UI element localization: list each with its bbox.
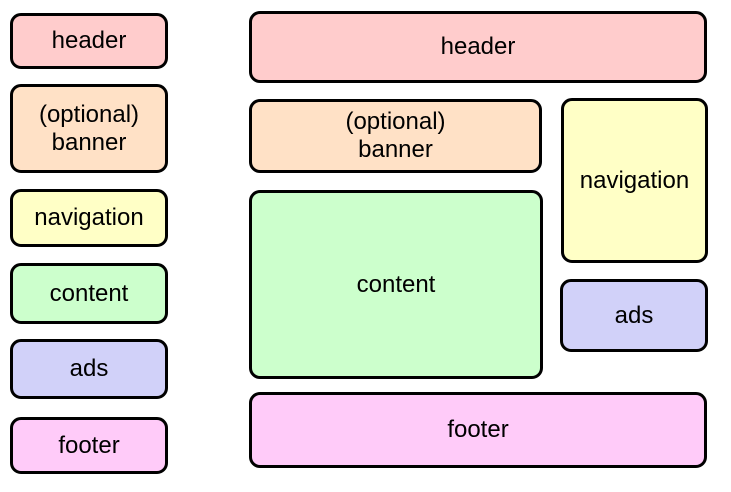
wide-layout-navigation-box: navigation	[561, 98, 708, 263]
narrow-layout-footer-box: footer	[10, 417, 168, 474]
narrow-layout-navigation-box: navigation	[10, 189, 168, 247]
wide-layout-banner-label-line2: banner	[358, 136, 433, 163]
wide-layout-banner-label-line1: (optional)	[345, 108, 446, 135]
wide-layout-content-label: content	[356, 270, 436, 298]
wide-layout-footer-label: footer	[447, 416, 509, 443]
narrow-layout-footer-label: footer	[58, 431, 120, 459]
narrow-layout-content-label: content	[49, 279, 129, 307]
wide-layout-footer-box: footer	[249, 392, 707, 468]
narrow-layout-banner-label-line2: banner	[51, 128, 127, 156]
wide-layout-ads-box: ads	[560, 279, 708, 352]
wide-layout-header-box: header	[249, 11, 707, 83]
narrow-layout-header-box: header	[10, 13, 168, 69]
narrow-layout-ads-label: ads	[69, 355, 109, 382]
narrow-layout-content-box: content	[10, 263, 168, 324]
wide-layout-ads-label: ads	[614, 301, 654, 329]
narrow-layout-header-label: header	[51, 27, 127, 54]
narrow-layout-banner-label-line1: (optional)	[38, 100, 140, 128]
narrow-layout-ads-box: ads	[10, 339, 168, 399]
wide-layout-navigation-label: navigation	[579, 166, 690, 194]
narrow-layout-banner-box: (optional) banner	[10, 84, 168, 173]
wide-layout-header-label: header	[440, 33, 516, 60]
narrow-layout-navigation-label: navigation	[34, 204, 144, 231]
wide-layout-banner-box: (optional) banner	[249, 99, 542, 173]
wide-layout-content-box: content	[249, 190, 543, 379]
